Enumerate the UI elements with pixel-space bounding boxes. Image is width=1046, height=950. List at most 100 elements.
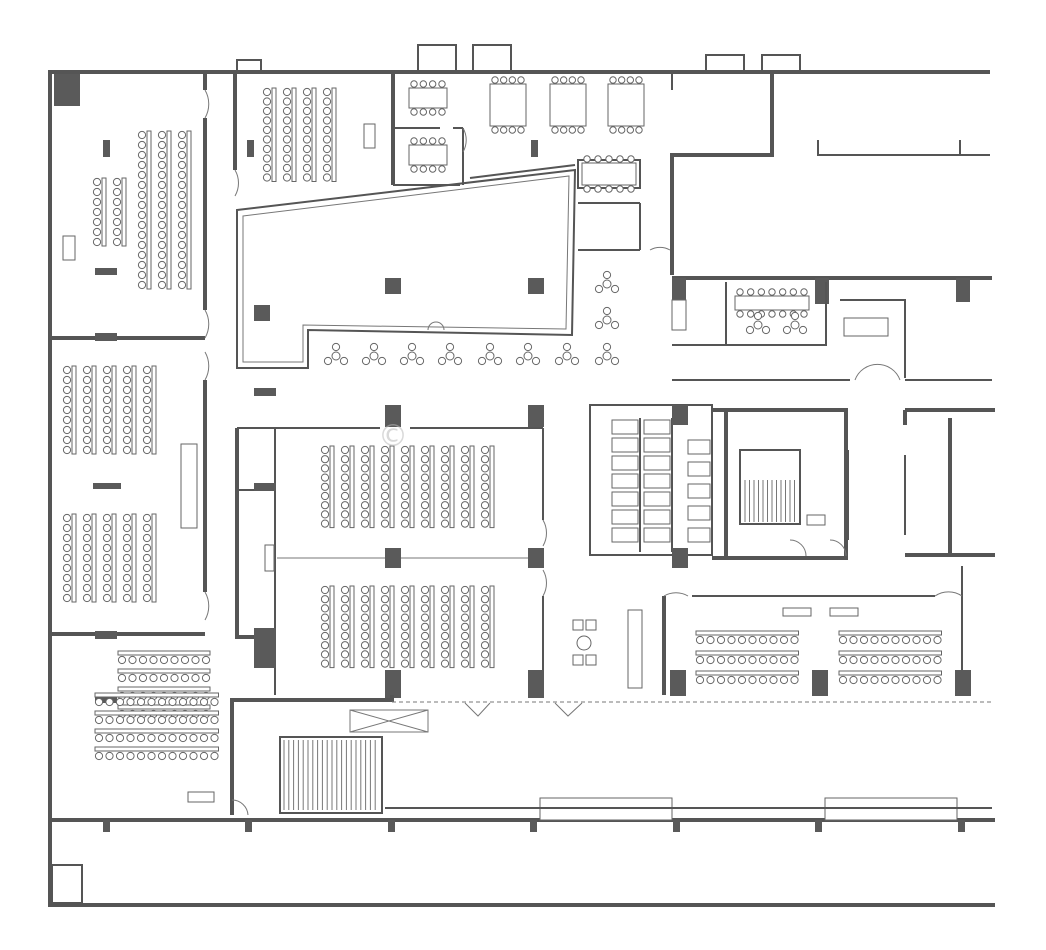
chair xyxy=(460,464,470,473)
chair xyxy=(480,641,490,650)
chair xyxy=(706,655,715,665)
chair xyxy=(400,595,410,604)
chair xyxy=(102,375,112,385)
chair xyxy=(320,519,330,528)
chair xyxy=(757,288,766,296)
chair xyxy=(380,510,390,519)
desk xyxy=(838,670,942,676)
chair xyxy=(122,365,132,375)
chair xyxy=(142,435,152,445)
chair xyxy=(420,585,430,595)
chair xyxy=(577,126,585,134)
chair xyxy=(82,365,92,375)
chair xyxy=(790,675,799,685)
chair xyxy=(142,553,152,563)
table xyxy=(602,315,612,325)
chair xyxy=(440,650,450,659)
chair xyxy=(82,445,92,455)
chair xyxy=(380,585,390,595)
chair xyxy=(142,405,152,415)
chair xyxy=(440,473,450,482)
chair xyxy=(508,76,517,84)
chair xyxy=(157,270,167,280)
chair xyxy=(82,593,92,603)
chair xyxy=(94,733,104,743)
chair xyxy=(870,655,879,665)
chair xyxy=(410,80,418,88)
chair xyxy=(360,482,370,491)
chair xyxy=(440,641,450,650)
desk xyxy=(611,491,639,507)
chair xyxy=(491,76,499,84)
chair xyxy=(142,583,152,593)
desk xyxy=(151,365,157,455)
chair xyxy=(122,543,132,553)
chair xyxy=(82,435,92,445)
chair xyxy=(594,356,604,366)
chair xyxy=(779,635,789,645)
chair xyxy=(340,464,350,473)
chair xyxy=(517,76,525,84)
chair xyxy=(92,227,102,237)
chair xyxy=(933,635,942,645)
chair xyxy=(322,87,332,97)
chair xyxy=(331,342,341,352)
chair xyxy=(933,655,942,665)
chair xyxy=(122,563,132,573)
chair xyxy=(554,356,564,366)
chair xyxy=(380,491,390,501)
chair xyxy=(126,697,135,707)
chair xyxy=(369,342,379,352)
chair xyxy=(340,595,350,604)
chair xyxy=(440,482,450,491)
chair xyxy=(551,76,559,84)
chair xyxy=(112,227,122,237)
chair xyxy=(399,356,409,366)
desk xyxy=(734,295,810,311)
door-swings xyxy=(204,89,963,816)
desk xyxy=(449,585,455,669)
chair xyxy=(142,425,152,435)
chair xyxy=(320,473,330,482)
chair xyxy=(340,631,350,641)
chair xyxy=(302,154,312,163)
chair xyxy=(82,583,92,593)
right-wing-walls xyxy=(670,74,992,381)
chair xyxy=(320,604,330,613)
chair xyxy=(568,76,577,84)
chair xyxy=(122,573,132,583)
chair xyxy=(82,543,92,553)
chair xyxy=(768,310,776,318)
desk xyxy=(409,585,415,669)
chair xyxy=(302,106,312,116)
chair xyxy=(480,595,490,604)
desk xyxy=(687,527,711,543)
chair xyxy=(419,165,428,173)
chair xyxy=(616,155,624,163)
desk xyxy=(166,130,172,290)
chair xyxy=(485,342,495,352)
chair xyxy=(340,622,350,631)
chair xyxy=(440,604,450,613)
chair xyxy=(62,533,72,543)
chair xyxy=(460,595,470,604)
table xyxy=(369,351,379,361)
chair xyxy=(82,425,92,435)
chair xyxy=(460,519,470,528)
chair xyxy=(419,80,428,88)
chair xyxy=(282,106,292,116)
chair xyxy=(859,675,869,685)
chair xyxy=(480,464,490,473)
chair xyxy=(420,501,430,510)
chair xyxy=(410,137,418,145)
chair xyxy=(758,635,768,645)
chair xyxy=(137,210,147,220)
chair xyxy=(758,675,768,685)
chair xyxy=(302,116,312,125)
chair xyxy=(157,140,167,150)
chair xyxy=(609,76,617,84)
chair xyxy=(605,155,613,163)
chair xyxy=(360,445,370,455)
chair xyxy=(137,170,147,180)
